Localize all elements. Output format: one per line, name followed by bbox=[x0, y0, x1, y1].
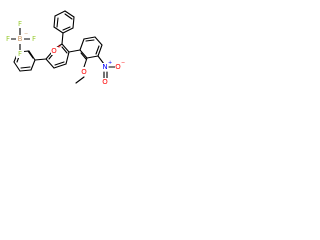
bond-ar-a-inner bbox=[80, 52, 87, 60]
bond-ph1-f-inner bbox=[62, 26, 71, 31]
bond-c2-c3-inner bbox=[61, 46, 68, 54]
bond-ar-f bbox=[79, 38, 85, 51]
bond-ar-a bbox=[79, 49, 88, 59]
bond-c2-c3 bbox=[61, 43, 70, 53]
bond-ph2-f bbox=[30, 59, 36, 71]
top-phenyl bbox=[53, 10, 75, 45]
nitro-nitrogen-charge: + bbox=[108, 60, 112, 66]
bond-c4-aryl bbox=[68, 49, 81, 53]
bond-ar-d bbox=[94, 36, 103, 46]
fluorine-bottom-label: F bbox=[18, 50, 22, 58]
boron-label: B bbox=[18, 35, 23, 43]
fluorine-right-label: F bbox=[32, 35, 36, 43]
bond-ar-c-inner bbox=[95, 45, 100, 55]
fluorine-top-label: F bbox=[18, 20, 22, 28]
bond-ph2-e-inner bbox=[20, 66, 31, 69]
bond-c3-c4 bbox=[65, 51, 70, 65]
ring-oxygen-charge: + bbox=[57, 44, 61, 50]
pyrylium-ring bbox=[45, 43, 70, 69]
bond-ar-ome bbox=[83, 57, 88, 68]
atom-labels: O + O N + O − O B − F bbox=[4, 20, 125, 86]
bond-ome-ch3 bbox=[75, 76, 85, 84]
bond-c4-c5-inner bbox=[54, 61, 65, 66]
bond-ph2-a bbox=[28, 50, 36, 61]
fluorine-left-label: F bbox=[6, 35, 10, 43]
bond-ph1-b-inner bbox=[56, 17, 59, 28]
bond-ph1-a bbox=[53, 26, 64, 34]
nitro-oxygen-bottom-label: O bbox=[102, 78, 108, 86]
bond-ph1-f bbox=[62, 27, 74, 34]
bond-c4-c5 bbox=[53, 63, 67, 69]
bond-c6-phenyl bbox=[34, 58, 47, 61]
nitro-methoxy-phenyl bbox=[68, 36, 105, 84]
structure-diagram: O + O N + O − O B − F bbox=[0, 0, 152, 152]
bond-ph2-e bbox=[19, 69, 32, 72]
bond-ph1-e bbox=[72, 16, 75, 29]
bond-ph1-c bbox=[54, 10, 66, 17]
bond-ar-no2 bbox=[97, 55, 105, 65]
bond-c5-c6 bbox=[45, 58, 55, 69]
bond-ar-c bbox=[97, 44, 103, 57]
nitro-nitrogen-label: N bbox=[102, 63, 107, 71]
bond-ph1-b bbox=[53, 15, 56, 28]
nitro-oxygen-charge: − bbox=[121, 60, 125, 66]
bond-c2-phenyl bbox=[61, 32, 64, 45]
ring-oxygen-label: O bbox=[51, 47, 57, 55]
molecule-svg: O + O N + O − O B − F bbox=[4, 10, 125, 86]
bond-ph2-d bbox=[13, 61, 21, 72]
bond-ar-e-inner bbox=[85, 39, 95, 42]
bond-ph2-a-inner bbox=[27, 50, 34, 59]
nitro-oxygen-top-label: O bbox=[115, 63, 121, 71]
bond-ph1-d-inner bbox=[64, 13, 73, 20]
boron-charge: − bbox=[24, 31, 28, 37]
methoxy-oxygen-label: O bbox=[81, 68, 87, 76]
bond-ar-b bbox=[86, 55, 99, 59]
bond-ph1-d bbox=[64, 10, 75, 18]
bond-ar-e bbox=[83, 36, 96, 40]
